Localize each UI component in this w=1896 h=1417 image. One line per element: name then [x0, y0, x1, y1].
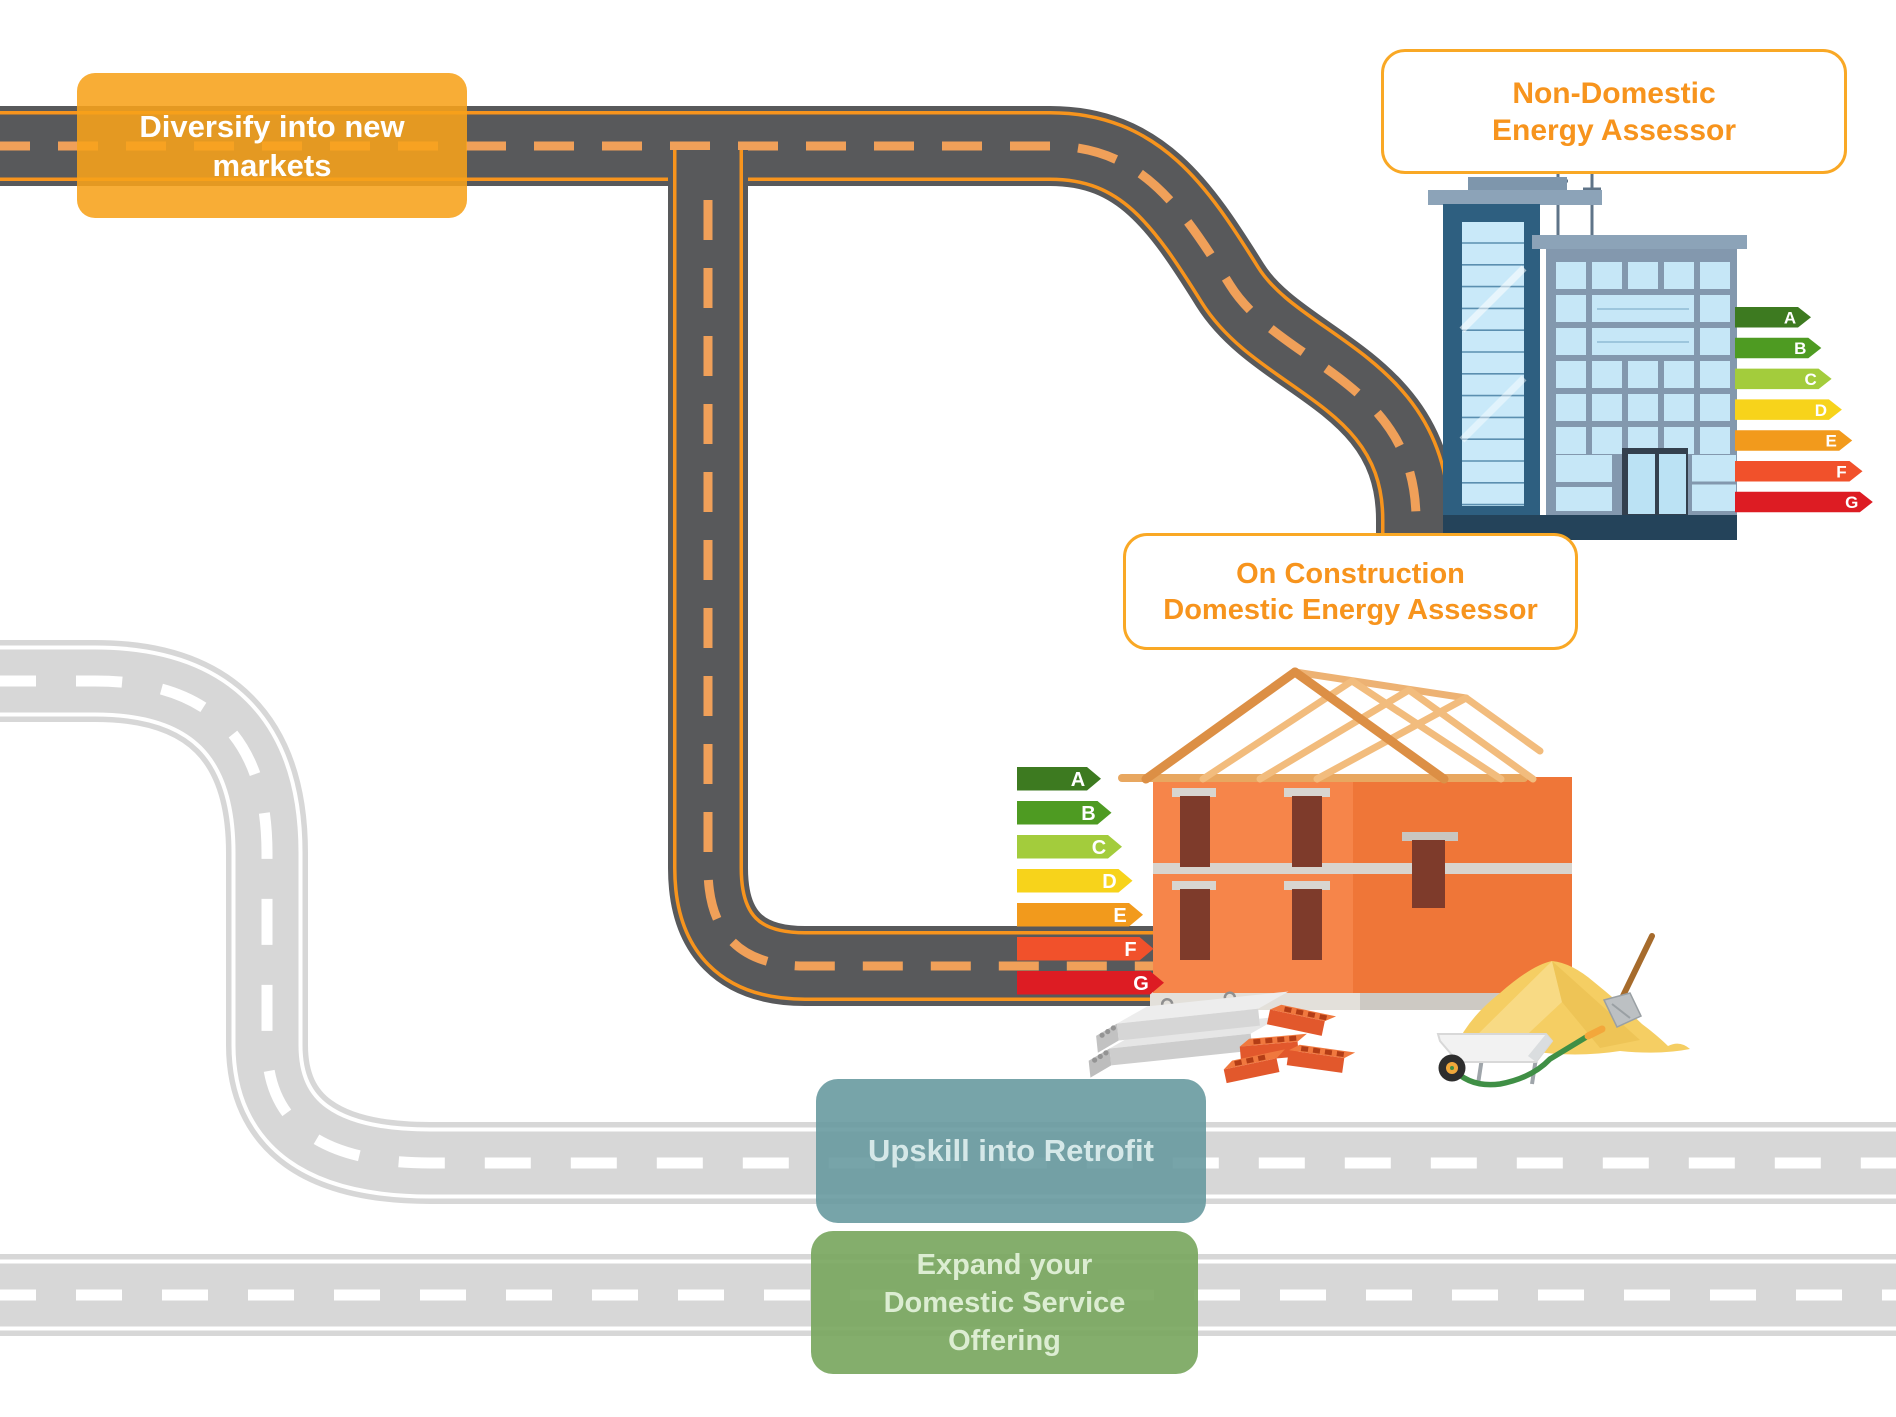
energy-grade-G: [1735, 491, 1873, 513]
upskill-banner: Upskill into Retrofit: [816, 1079, 1206, 1223]
energy-grade-B: [1017, 801, 1112, 825]
shovel: [1602, 933, 1655, 1028]
energy-grade-D: [1017, 869, 1133, 893]
energy-grade-label-F: F: [1124, 939, 1136, 961]
energy-grade-C: [1735, 368, 1832, 390]
dark-road-branch: [668, 150, 1158, 1006]
energy-grade-label-D: D: [1815, 401, 1827, 420]
energy-grade-label-E: E: [1826, 432, 1837, 451]
concrete-slabs: [1088, 991, 1289, 1078]
energy-grade-label-G: G: [1133, 973, 1149, 995]
diversify-banner: Diversify into new markets: [77, 73, 467, 218]
energy-grade-F: [1735, 461, 1863, 482]
energy-grade-F: [1017, 937, 1154, 961]
energy-grade-G: [1017, 971, 1164, 995]
gray-road-loop: [0, 640, 1896, 1204]
energy-grade-label-F: F: [1836, 462, 1846, 481]
wheelbarrow: [1436, 1025, 1606, 1088]
energy-grade-label-E: E: [1113, 905, 1126, 927]
energy-grade-label-C: C: [1804, 370, 1816, 389]
energy-grade-label-B: B: [1794, 339, 1806, 358]
energy-grade-C: [1017, 835, 1122, 859]
energy-grade-label-D: D: [1102, 871, 1116, 893]
sand-pile: [1455, 961, 1690, 1055]
roof-truss: [1118, 667, 1544, 784]
energy-grade-E: [1017, 903, 1143, 927]
energy-grade-label-G: G: [1845, 493, 1858, 512]
energy-grade-label-A: A: [1784, 308, 1796, 327]
expand-banner: Expand your Domestic Service Offering: [811, 1231, 1198, 1374]
on-construction-banner: On Construction Domestic Energy Assessor: [1123, 533, 1578, 650]
energy-grade-E: [1735, 430, 1853, 451]
energy-grade-A: [1735, 307, 1811, 328]
energy-grade-D: [1735, 399, 1842, 420]
energy-grade-label-A: A: [1071, 769, 1085, 791]
energy-grade-label-B: B: [1081, 803, 1095, 825]
energy-grade-A: [1017, 767, 1101, 791]
energy-grade-label-C: C: [1092, 837, 1106, 859]
dark-road-main: [0, 106, 1456, 620]
house-under-construction: [1118, 667, 1580, 1010]
non-domestic-banner: Non-Domestic Energy Assessor: [1381, 49, 1847, 174]
energy-grade-B: [1735, 337, 1822, 359]
bricks: [1223, 1004, 1356, 1084]
office-building: [1428, 158, 1747, 540]
